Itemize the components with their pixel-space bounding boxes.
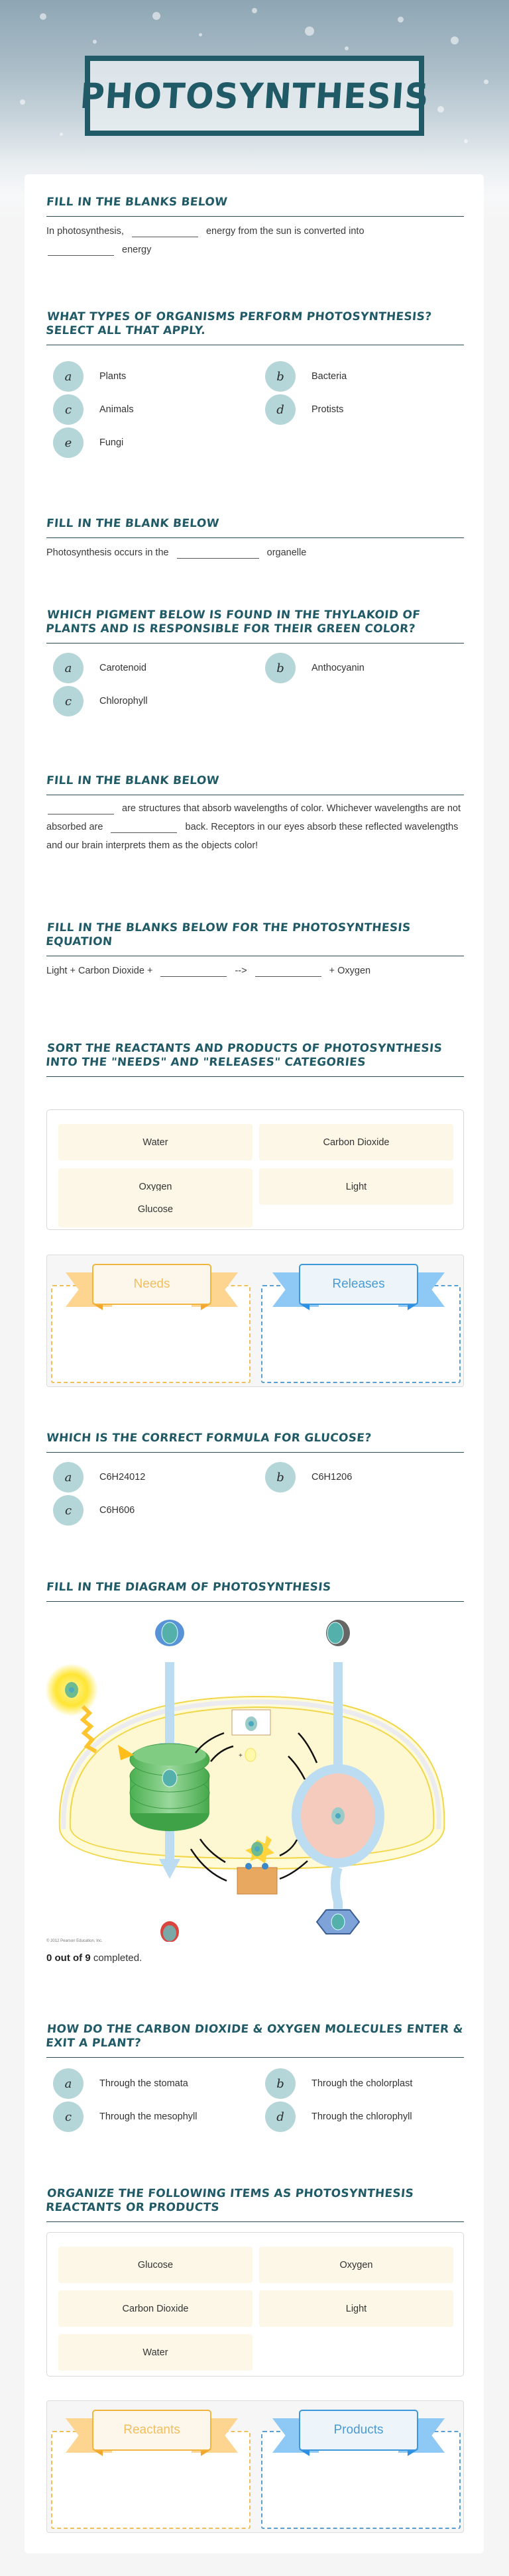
blank-input-2[interactable] [254,966,321,977]
page-title-box: Photosynthesis [79,56,430,136]
option-letter-bubble: c [53,2101,84,2132]
question-7: Sort the reactants and products of photo… [45,1042,464,1077]
option-letter-bubble: b [265,361,296,392]
question-text: In photosynthesis, energy from the sun i… [46,226,365,256]
question-heading: Which pigment below is found in the thyl… [45,608,421,636]
question-10: How do the carbon dioxide & oxygen molec… [45,2023,464,2139]
svg-text:+: + [239,1752,243,1760]
option-letter-bubble: a [53,1462,84,1492]
divider [46,2221,464,2222]
sortable-items-pool: Water Carbon Dioxide Oxygen Light Glucos… [46,1109,464,1230]
question-8: Which is the correct formula for glucose… [46,1431,464,1534]
releases-ribbon: Releases [272,1264,445,1313]
divider [46,1601,464,1602]
diagram-copyright: © 2012 Pearson Education, Inc. [46,1939,103,1943]
question-text: Photosynthesis occurs in the organelle [46,547,307,559]
sort-bins: Reactants Products [46,2400,464,2533]
blank-input-2[interactable] [111,822,178,833]
option-letter-bubble: e [53,427,84,458]
products-ribbon: Products [272,2410,445,2459]
question-heading: Fill in the blanks below [46,196,228,209]
option-letter-bubble: c [53,686,84,716]
draggable-item[interactable]: Carbon Dioxide [259,1124,453,1160]
option-letter-bubble: d [265,394,296,425]
bin-label-reactants: Reactants [92,2410,211,2451]
page-title: Photosynthesis [78,76,431,116]
sort-bins: Needs Releases [46,1255,464,1387]
draggable-item[interactable]: Oxygen [259,2247,453,2283]
question-2: What types of organisms perform photosyn… [45,310,464,459]
divider [46,1452,464,1453]
question-heading: Fill in the blanks below for the photosy… [45,921,412,948]
bin-label-releases: Releases [299,1264,418,1305]
option-letter-bubble: b [265,2068,296,2099]
draggable-item[interactable]: Light [259,2290,453,2327]
option-letter-bubble: d [265,2101,296,2132]
blank-input-1[interactable] [48,804,114,814]
question-1: Fill in the blanks below In photosynthes… [46,196,464,259]
option-letter-bubble: c [53,394,84,425]
option-letter-bubble: b [265,1462,296,1492]
question-text: Light + Carbon Dioxide + --> + Oxygen [46,966,371,977]
question-text: are structures that absorb wavelengths o… [46,803,461,851]
blank-input-2[interactable] [48,245,114,256]
question-heading: Which is the correct formula for glucose… [46,1431,372,1445]
blank-input[interactable] [176,548,259,559]
blank-input-1[interactable] [160,966,227,977]
question-heading: Fill in the blank below [46,774,220,787]
draggable-item[interactable]: Water [58,2334,253,2371]
question-6: Fill in the blanks below for the photosy… [45,921,464,980]
question-heading: Sort the reactants and products of photo… [45,1042,443,1069]
question-9: Fill in the diagram of photosynthesis [46,1581,464,1602]
bin-label-needs: Needs [92,1264,211,1305]
divider [46,1076,464,1077]
draggable-item[interactable]: Glucose [58,1191,253,1227]
question-heading: Fill in the blank below [46,517,220,530]
reactants-ribbon: Reactants [66,2410,238,2459]
option-letter-bubble: b [265,653,296,683]
question-11: Organize the following items as photosyn… [45,2187,464,2222]
blank-input-1[interactable] [131,227,198,237]
option-letter-bubble: a [53,2068,84,2099]
question-5: Fill in the blank below are structures t… [46,774,464,855]
divider [46,643,464,644]
question-3: Fill in the blank below Photosynthesis o… [46,517,464,562]
question-heading: What types of organisms perform photosyn… [45,310,433,337]
question-4: Which pigment below is found in the thyl… [45,608,464,724]
sortable-items-pool: Glucose Oxygen Carbon Dioxide Light Wate… [46,2232,464,2377]
divider [46,2057,464,2058]
divider [46,216,464,217]
option-letter-bubble: c [53,1495,84,1526]
needs-ribbon: Needs [66,1264,238,1313]
progress-status: 0 out of 9 completed. [46,1952,142,1964]
bin-label-products: Products [299,2410,418,2451]
option-letter-bubble: a [53,653,84,683]
draggable-item[interactable]: Light [259,1168,453,1205]
draggable-item[interactable]: Water [58,1124,253,1160]
photosynthesis-diagram: + [45,1610,464,1942]
question-heading: How do the carbon dioxide & oxygen molec… [45,2023,464,2050]
draggable-item[interactable]: Glucose [58,2247,253,2283]
option-letter-bubble: a [53,361,84,392]
draggable-item[interactable]: Carbon Dioxide [58,2290,253,2327]
divider [46,537,464,538]
question-heading: Fill in the diagram of photosynthesis [46,1581,332,1594]
question-heading: Organize the following items as photosyn… [45,2187,414,2214]
